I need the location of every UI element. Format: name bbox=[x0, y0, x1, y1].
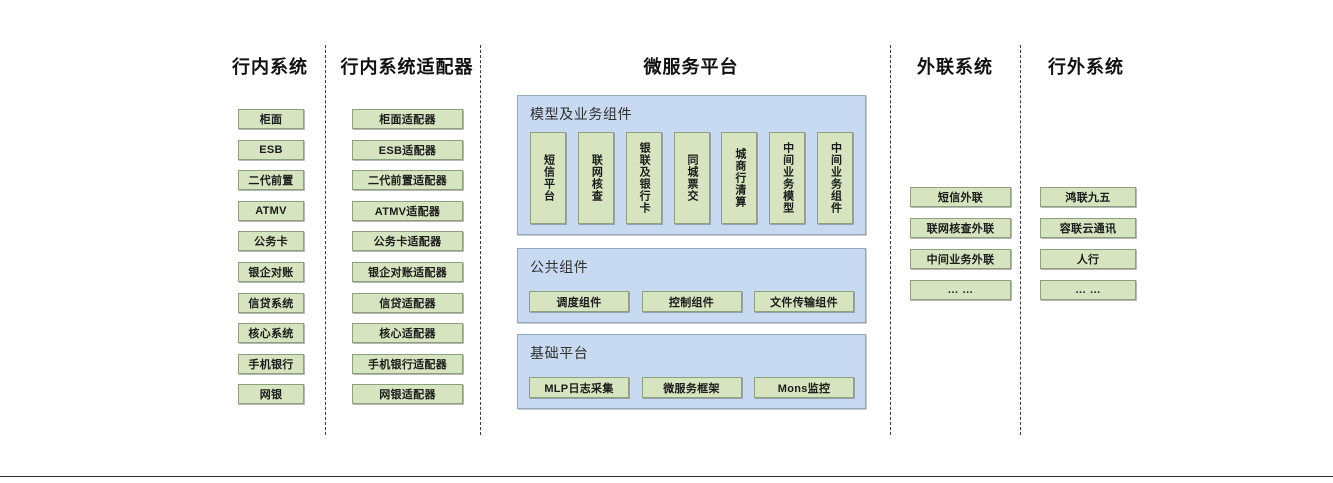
node-offbank-systems-1[interactable]: 鸿联九五 bbox=[1040, 187, 1136, 207]
node-internal-systems-4[interactable]: ATMV bbox=[238, 200, 304, 221]
node-internal-systems-9[interactable]: 手机银行 bbox=[238, 353, 304, 374]
node-internal-systems-5[interactable]: 公务卡 bbox=[238, 231, 304, 252]
node-internal-system-adapters-2[interactable]: ESB适配器 bbox=[352, 139, 463, 160]
node-model-business-components-2[interactable]: 联网核查 bbox=[577, 132, 614, 224]
node-internal-system-adapters-4[interactable]: ATMV适配器 bbox=[352, 200, 463, 221]
node-internal-system-adapters-7[interactable]: 信贷适配器 bbox=[352, 292, 463, 313]
column-divider-4 bbox=[1020, 45, 1021, 435]
column-divider-2 bbox=[480, 45, 481, 435]
node-internal-systems-7[interactable]: 信贷系统 bbox=[238, 292, 304, 313]
column-header-internal-system-adapters: 行内系统适配器 bbox=[340, 57, 474, 77]
node-internal-system-adapters-9[interactable]: 手机银行适配器 bbox=[352, 353, 463, 374]
node-external-liaison-systems-1[interactable]: 短信外联 bbox=[910, 187, 1011, 207]
node-external-liaison-systems-4[interactable]: … … bbox=[910, 280, 1011, 300]
node-offbank-systems-4[interactable]: … … bbox=[1040, 280, 1136, 300]
node-internal-systems-8[interactable]: 核心系统 bbox=[238, 323, 304, 344]
column-divider-3 bbox=[890, 45, 891, 435]
column-header-offbank-systems: 行外系统 bbox=[1048, 57, 1124, 77]
group-title-model-business-components: 模型及业务组件 bbox=[530, 106, 633, 122]
column-header-external-liaison-systems: 外联系统 bbox=[917, 57, 993, 77]
node-offbank-systems-2[interactable]: 容联云通讯 bbox=[1040, 218, 1136, 238]
node-external-liaison-systems-3[interactable]: 中间业务外联 bbox=[910, 249, 1011, 269]
node-internal-systems-3[interactable]: 二代前置 bbox=[238, 170, 304, 191]
node-internal-system-adapters-3[interactable]: 二代前置适配器 bbox=[352, 170, 463, 191]
node-model-business-components-3[interactable]: 银联及银行卡 bbox=[625, 132, 662, 224]
node-internal-systems-10[interactable]: 网银 bbox=[238, 384, 304, 405]
node-base-platform-3[interactable]: Mons监控 bbox=[754, 377, 854, 398]
node-internal-system-adapters-8[interactable]: 核心适配器 bbox=[352, 323, 463, 344]
column-header-microservice-platform: 微服务平台 bbox=[643, 57, 739, 77]
group-title-public-components: 公共组件 bbox=[530, 259, 589, 275]
node-public-components-3[interactable]: 文件传输组件 bbox=[754, 291, 854, 312]
node-model-business-components-5[interactable]: 城商行清算 bbox=[721, 132, 758, 224]
node-base-platform-1[interactable]: MLP日志采集 bbox=[529, 377, 629, 398]
node-model-business-components-1[interactable]: 短信平台 bbox=[530, 132, 566, 224]
column-divider-1 bbox=[325, 45, 326, 435]
node-internal-system-adapters-1[interactable]: 柜面适配器 bbox=[352, 109, 463, 129]
node-public-components-1[interactable]: 调度组件 bbox=[529, 291, 629, 312]
node-internal-system-adapters-6[interactable]: 银企对账适配器 bbox=[352, 262, 463, 282]
node-base-platform-2[interactable]: 微服务框架 bbox=[641, 377, 742, 398]
node-model-business-components-4[interactable]: 同城票交 bbox=[673, 132, 710, 224]
node-model-business-components-7[interactable]: 中间业务组件 bbox=[817, 132, 853, 224]
node-internal-systems-1[interactable]: 柜面 bbox=[238, 109, 304, 129]
bottom-rule bbox=[0, 476, 1333, 477]
node-offbank-systems-3[interactable]: 人行 bbox=[1040, 249, 1136, 269]
node-internal-systems-6[interactable]: 银企对账 bbox=[238, 262, 304, 282]
node-model-business-components-6[interactable]: 中间业务模型 bbox=[769, 132, 806, 224]
node-external-liaison-systems-2[interactable]: 联网核查外联 bbox=[910, 218, 1011, 238]
node-internal-system-adapters-10[interactable]: 网银适配器 bbox=[352, 384, 463, 405]
group-title-base-platform: 基础平台 bbox=[530, 345, 589, 361]
column-header-internal-systems: 行内系统 bbox=[232, 57, 308, 77]
node-internal-system-adapters-5[interactable]: 公务卡适配器 bbox=[352, 231, 463, 252]
node-public-components-2[interactable]: 控制组件 bbox=[641, 291, 742, 312]
node-internal-systems-2[interactable]: ESB bbox=[238, 139, 304, 160]
